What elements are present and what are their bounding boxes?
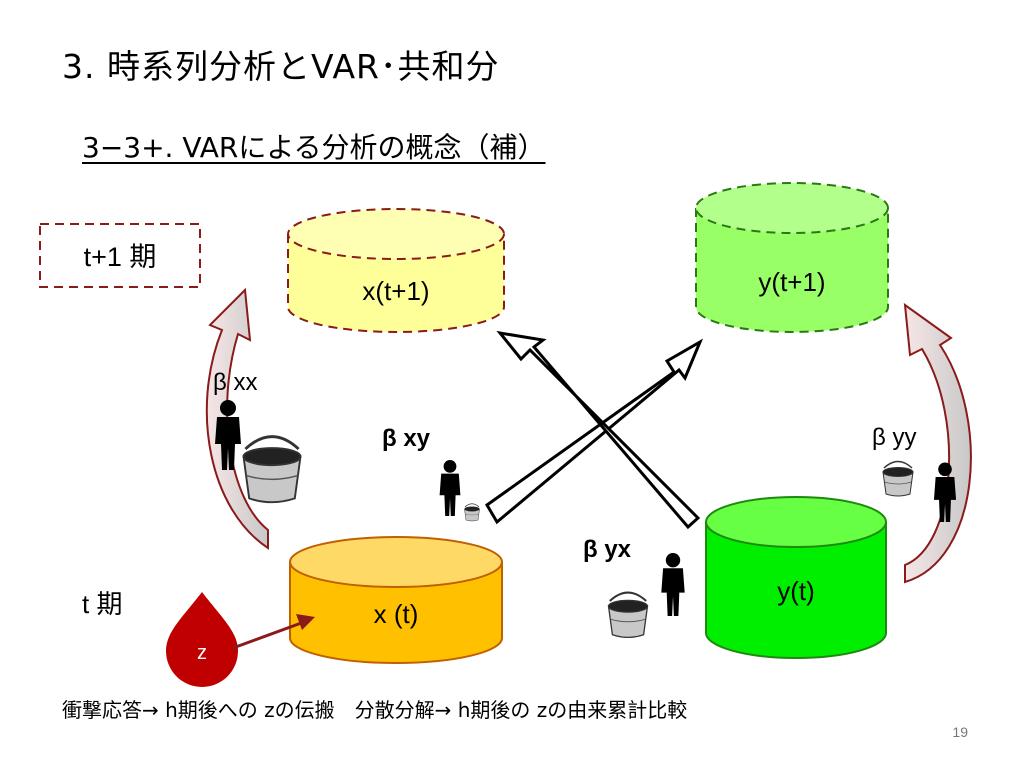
curved-arrow-y xyxy=(903,302,972,584)
shock-arrow-head xyxy=(296,614,315,630)
coef-byy-label: β yy xyxy=(872,424,916,451)
cylinder-x-now-label: x (t) xyxy=(374,599,419,629)
coef-byx-label: β yx xyxy=(583,536,632,563)
bucket-icon xyxy=(242,435,302,504)
caption: 衝撃応答→ h期後への zの伝搬 分散分解→ h期後の zの由来累計比較 xyxy=(62,698,688,722)
bucket-icon xyxy=(607,591,649,639)
cylinder-x-next-label: x(t+1) xyxy=(362,276,429,306)
cylinder-y-next-label: y(t+1) xyxy=(758,267,825,297)
cylinder-x-now: x (t) xyxy=(289,536,503,664)
bucket-icon xyxy=(882,460,914,497)
slide-subtitle: 3−3+. VARによる分析の概念（補） xyxy=(82,131,546,164)
bucket-icon xyxy=(464,503,480,522)
cylinder-y-now: y(t) xyxy=(705,496,887,659)
period-next-label: t+1 期 xyxy=(84,242,157,272)
period-next-box: t+1 期 xyxy=(39,223,201,288)
cross-arrow-y-to-x xyxy=(496,330,701,530)
person-icon xyxy=(661,553,685,616)
shock-drop-label: z xyxy=(197,642,207,664)
cylinder-x-next: x(t+1) xyxy=(287,208,505,333)
cylinder-y-now-label: y(t) xyxy=(777,576,815,606)
slide-title: 3. 時系列分析とVAR･共和分 xyxy=(62,47,500,86)
coef-bxx-label: β xx xyxy=(213,369,257,396)
curved-arrow-x xyxy=(205,287,269,550)
shock-drop: z xyxy=(166,592,238,687)
page-number: 19 xyxy=(952,724,968,740)
period-current-label: t 期 xyxy=(82,589,122,619)
coef-bxy-label: β xy xyxy=(382,425,431,452)
shock-arrow-line xyxy=(232,620,305,650)
person-icon xyxy=(439,460,461,516)
cross-arrow-x-to-y xyxy=(485,338,704,525)
cylinder-y-next: y(t+1) xyxy=(695,182,889,333)
